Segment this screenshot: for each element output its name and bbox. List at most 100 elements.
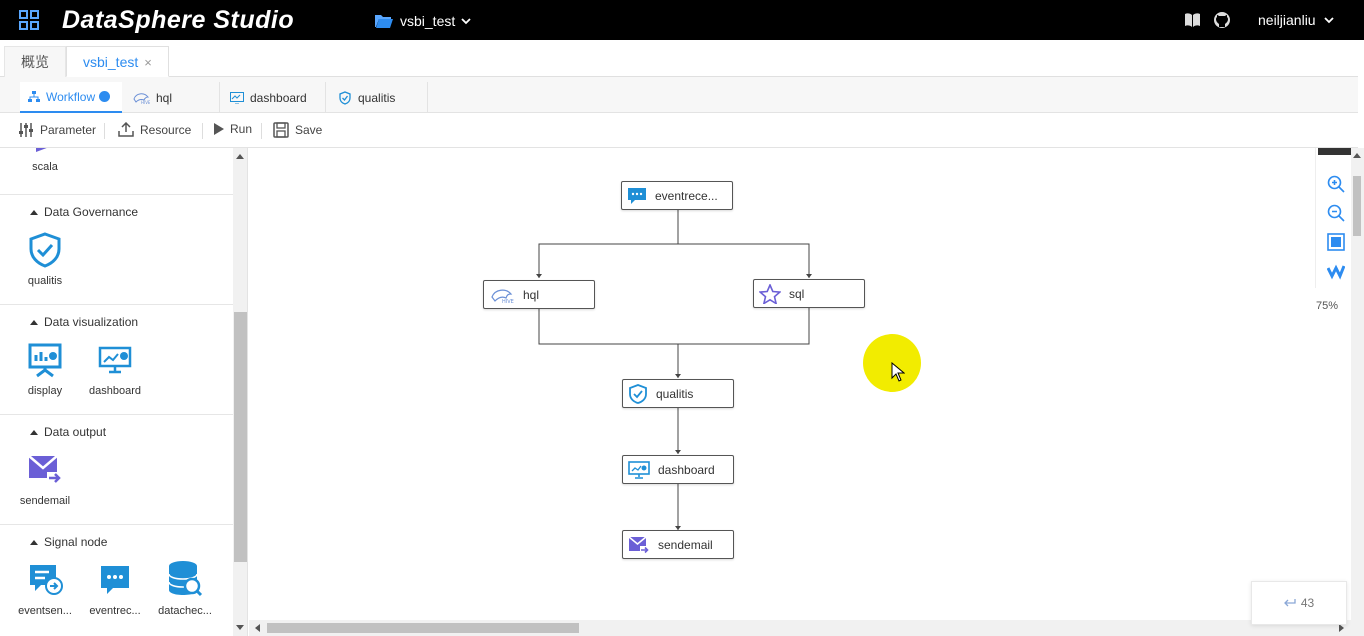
palette-item-qualitis[interactable]: qualitis (12, 232, 78, 287)
workflow-node-qualitis[interactable]: qualitis (622, 379, 734, 408)
tab-vsbi-test[interactable]: vsbi_test× (66, 46, 169, 77)
palette-item-label: scala (32, 161, 58, 173)
run-button[interactable]: Run (214, 122, 252, 136)
edge (536, 210, 679, 278)
tab-label: hql (156, 90, 173, 105)
zoom-level: 75% (1316, 300, 1339, 312)
user-menu[interactable]: neiljianliu (1258, 12, 1334, 28)
collapse-triangle-icon (30, 319, 38, 325)
mouse-cursor-icon (891, 362, 905, 382)
workflow-node-sendemail[interactable]: sendemail (622, 530, 734, 559)
palette-item-label: dashboard (89, 385, 141, 397)
palette-item-scala[interactable]: scala (12, 148, 78, 173)
section-divider (0, 194, 233, 195)
palette-item-display[interactable]: display (12, 342, 78, 397)
section-header-data-visualization[interactable]: Data visualization (30, 315, 138, 329)
section-title: Signal node (44, 535, 108, 549)
workflow-icon (28, 90, 40, 102)
app-grid-icon[interactable] (19, 10, 40, 30)
edge (538, 309, 681, 378)
hive-icon: HIVE (133, 92, 150, 105)
section-divider (0, 524, 233, 525)
mail-send-icon (28, 455, 61, 484)
section-header-signal-node[interactable]: Signal node (30, 535, 107, 549)
palette-item-sendemail[interactable]: sendemail (12, 452, 78, 507)
sliders-icon (19, 123, 33, 137)
tab-workflow[interactable]: Workflow (20, 82, 122, 113)
scroll-up-arrow-icon[interactable] (1353, 153, 1361, 158)
canvas-horizontal-scrollbar[interactable] (249, 620, 1351, 636)
sidebar-scrollbar[interactable] (233, 148, 247, 636)
palette-item-datachecker[interactable]: datachec... (152, 560, 218, 617)
button-label: Parameter (40, 123, 97, 137)
message-icon (101, 566, 129, 594)
workflow-node-hql[interactable]: HIVE hql (483, 280, 595, 309)
edge (678, 308, 810, 345)
project-selector[interactable]: vsbi_test (374, 11, 471, 31)
section-title: Data Governance (44, 205, 139, 219)
collapse-triangle-icon (30, 429, 38, 435)
scroll-right-arrow-icon[interactable] (1339, 624, 1344, 632)
fit-screen-icon[interactable] (1327, 233, 1345, 251)
canvas-vertical-scrollbar[interactable] (1351, 148, 1364, 636)
save-icon (273, 122, 289, 138)
section-divider (0, 414, 233, 415)
notification-badge[interactable]: 43 (1251, 581, 1347, 625)
palette-item-label: eventrec... (89, 605, 141, 617)
workflow-toolbar: Parameter Resource Run Save (0, 113, 1358, 148)
hive-icon: HIVE (491, 289, 514, 304)
tab-qualitis[interactable]: qualitis (330, 82, 428, 113)
button-label: Save (295, 123, 323, 137)
resource-button[interactable]: Resource (118, 122, 191, 137)
tab-label: 概览 (21, 54, 49, 70)
close-icon[interactable]: × (144, 55, 152, 70)
section-header-data-governance[interactable]: Data Governance (30, 205, 138, 219)
section-header-data-output[interactable]: Data output (30, 425, 106, 439)
toolbar-divider (202, 123, 203, 139)
zoom-controls (1315, 148, 1352, 288)
shield-check-icon (629, 383, 647, 404)
workflow-node-dashboard[interactable]: dashboard (622, 455, 734, 484)
palette-item-dashboard[interactable]: dashboard (82, 342, 148, 397)
node-label: eventrece... (655, 188, 718, 203)
node-tab-bar: Workflow HIVE hql dashboard qualitis (0, 77, 1358, 113)
scrollbar-thumb[interactable] (267, 623, 579, 633)
tab-overview[interactable]: 概览 (4, 46, 66, 77)
save-button[interactable]: Save (273, 122, 322, 138)
badge-count: 43 (1300, 596, 1315, 610)
scrollbar-thumb[interactable] (234, 312, 247, 562)
parameter-button[interactable]: Parameter (18, 122, 96, 138)
shield-check-icon (29, 232, 61, 268)
dashboard-icon (628, 460, 650, 479)
dashboard-icon (230, 91, 244, 104)
upload-icon (118, 122, 134, 137)
mail-icon (628, 535, 649, 554)
node-label: sql (789, 286, 805, 301)
palette-item-eventreceiver[interactable]: eventrec... (82, 562, 148, 617)
palette-item-eventsender[interactable]: eventsen... (12, 562, 78, 617)
auto-layout-icon[interactable] (1327, 262, 1345, 280)
zoom-in-icon[interactable] (1327, 175, 1345, 193)
palette-item-label: display (27, 385, 63, 397)
docs-book-icon[interactable] (1184, 12, 1201, 28)
button-label: Resource (140, 122, 192, 137)
section-title: Data output (44, 425, 107, 439)
workflow-node-eventreceiver[interactable]: eventrece... (621, 181, 733, 210)
github-icon[interactable] (1213, 11, 1231, 29)
scroll-up-arrow-icon[interactable] (236, 154, 244, 159)
workflow-canvas[interactable]: eventrece... HIVE hql sql qualitis dashb… (249, 148, 1315, 620)
toolbar-divider (261, 123, 262, 139)
chevron-down-icon (1323, 17, 1334, 24)
collapse-triangle-icon (30, 209, 38, 215)
unsaved-dot (99, 91, 111, 102)
tab-hql[interactable]: HIVE hql (124, 82, 220, 113)
tab-dashboard[interactable]: dashboard (222, 82, 326, 113)
scroll-left-arrow-icon[interactable] (255, 624, 260, 632)
zoom-out-icon[interactable] (1327, 204, 1345, 222)
workflow-node-sql[interactable]: sql (753, 279, 865, 308)
toolbar-divider (104, 123, 105, 139)
node-label: qualitis (656, 386, 694, 401)
scrollbar-thumb[interactable] (1353, 176, 1361, 236)
display-icon (28, 343, 62, 378)
scroll-down-arrow-icon[interactable] (236, 625, 244, 630)
